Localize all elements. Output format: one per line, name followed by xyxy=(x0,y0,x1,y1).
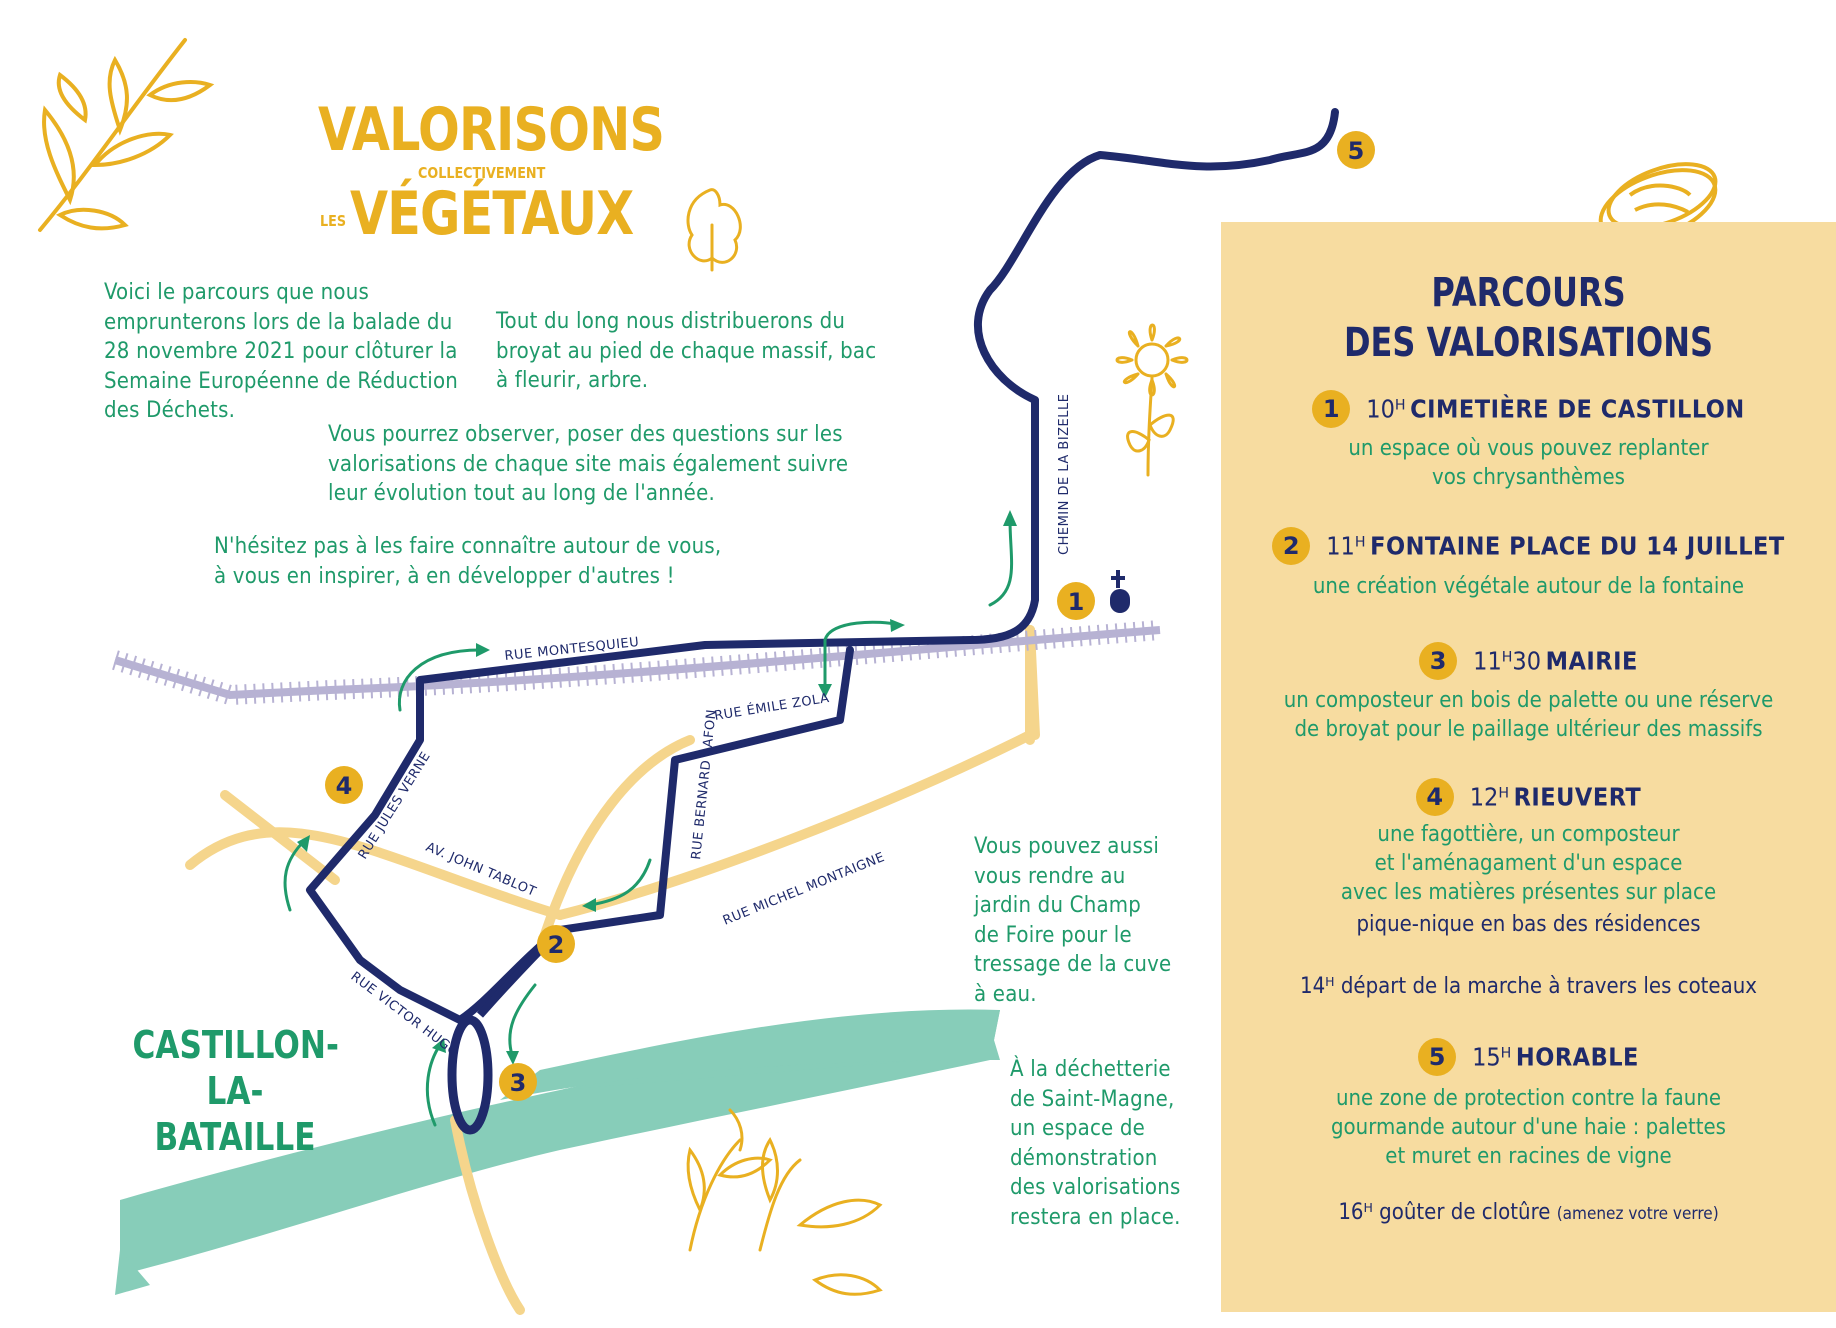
stop-2-description: une création végétale autour de la fonta… xyxy=(1312,574,1745,599)
stop-3-description: un composteur en bois de palette ou une … xyxy=(1283,688,1774,742)
arrow-head-bizelle xyxy=(1003,510,1017,526)
road-tablot xyxy=(185,827,565,920)
svg-text:2: 2 xyxy=(548,931,565,959)
river xyxy=(120,1010,1000,1275)
road-montaigne-north xyxy=(1025,625,1040,740)
panel-title: PARCOURS DES VALORISATIONS xyxy=(1343,270,1714,366)
stop-3-header[interactable]: 3 11ᴴ30 MAIRIE xyxy=(1221,642,1836,680)
road-diagonal xyxy=(535,735,695,955)
street-bizelle: CHEMIN DE LA BIZELLE xyxy=(1057,394,1072,555)
street-zola: RUE ÉMILE ZOLA xyxy=(713,690,830,724)
map-marker-2[interactable]: 2 xyxy=(537,925,575,963)
arrow-lafon xyxy=(588,858,652,907)
title-line1: VALORISONS xyxy=(318,95,665,165)
street-verne: RUE JULES VERNE xyxy=(356,749,434,862)
arrow-head-zola xyxy=(890,619,905,632)
intro-paragraph-4: N'hésitez pas à les faire connaître auto… xyxy=(214,534,722,589)
stop-3-time: 11ᴴ30 xyxy=(1473,646,1542,676)
road-tablot-west xyxy=(220,790,340,885)
stop-1-name: CIMETIÈRE DE CASTILLON xyxy=(1410,394,1745,424)
railway xyxy=(112,620,1161,706)
stop-5-time: 15ᴴ xyxy=(1472,1042,1512,1072)
map-marker-5[interactable]: 5 xyxy=(1337,131,1375,169)
stop-1-header[interactable]: 1 10ᴴ CIMETIÈRE DE CASTILLON xyxy=(1221,390,1836,428)
title-middle: COLLECTIVEMENT xyxy=(418,164,546,182)
main-route xyxy=(306,108,1339,1024)
arrow-verne xyxy=(283,838,307,912)
svg-text:5: 5 xyxy=(1348,137,1365,165)
title-prefix: LES xyxy=(320,212,347,230)
street-montaigne: RUE MICHEL MONTAIGNE xyxy=(721,850,887,929)
stop-3-badge: 3 xyxy=(1419,642,1458,680)
road-hugo-south xyxy=(450,1115,525,1315)
stop-5-note: (amenez votre verre) xyxy=(1556,1204,1719,1224)
stop-5-goûter: 16ᴴ goûter de clotûre (amenez votre verr… xyxy=(1221,1198,1836,1229)
stop-2-header[interactable]: 2 11ᴴ FONTAINE PLACE DU 14 JUILLET xyxy=(1221,527,1836,565)
stop-5-name: HORABLE xyxy=(1515,1042,1639,1072)
itinerary-panel: PARCOURS DES VALORISATIONS 1 10ᴴ CIMETIÈR… xyxy=(1221,222,1836,1312)
grass-icon xyxy=(686,1108,883,1296)
arrow-montesquieu xyxy=(397,648,482,712)
stop-4-header[interactable]: 4 12ᴴ RIEUVERT xyxy=(1221,778,1836,816)
svg-text:3: 3 xyxy=(510,1069,527,1097)
stop-1-time: 10ᴴ xyxy=(1366,394,1406,424)
arrow-head-zola-down xyxy=(818,684,832,698)
leaf-branch-icon xyxy=(38,38,215,232)
stop-4-departure: 14ᴴ départ de la marche à travers les co… xyxy=(1300,974,1757,999)
street-lafon: RUE BERNARD LAFON xyxy=(689,708,720,860)
arrow-head-hugo xyxy=(432,1038,446,1053)
stop-4-time: 12ᴴ xyxy=(1469,782,1510,812)
arrow-head-montesquieu xyxy=(476,643,490,657)
cemetery-cross-icon xyxy=(1110,570,1130,613)
stop-4-picnic: pique-nique en bas des résidences xyxy=(1356,912,1701,937)
river-upper xyxy=(500,1009,1000,1100)
stop-2-badge: 2 xyxy=(1272,527,1311,565)
arrow-zola xyxy=(823,620,902,642)
stop-4-badge: 4 xyxy=(1415,778,1454,816)
map-marker-4[interactable]: 4 xyxy=(325,766,363,804)
sunflower-icon xyxy=(1115,323,1189,477)
arrow-head-lafon xyxy=(582,898,596,912)
loop-mairie xyxy=(447,1015,493,1135)
map-marker-1[interactable]: 1 xyxy=(1057,582,1095,620)
arrow-hugo xyxy=(425,1043,442,1127)
svg-text:4: 4 xyxy=(336,772,353,800)
river-tail xyxy=(115,1250,150,1295)
stop-5-header[interactable]: 5 15ᴴ HORABLE xyxy=(1221,1038,1836,1076)
arrow-head-fontaine xyxy=(506,1051,519,1065)
arrow-bizelle xyxy=(988,518,1014,607)
stop-1-badge: 1 xyxy=(1312,390,1351,428)
town-name: CASTILLON-LA-BATAILLE xyxy=(132,1023,339,1159)
arrow-head-verne xyxy=(297,835,310,852)
stop-2-time: 11ᴴ xyxy=(1326,531,1366,561)
road-montaigne xyxy=(555,730,1035,920)
stop-5-badge: 5 xyxy=(1418,1038,1457,1076)
tree-icon xyxy=(686,188,742,272)
map-marker-3[interactable]: 3 xyxy=(499,1063,537,1101)
svg-text:1: 1 xyxy=(1068,588,1085,616)
stop-5-snack: 16ᴴ goûter de clotûre xyxy=(1338,1200,1551,1225)
stop-3-name: MAIRIE xyxy=(1545,646,1638,676)
title-line2: VÉGÉTAUX xyxy=(350,179,634,249)
stop-2-name: FONTAINE PLACE DU 14 JUILLET xyxy=(1370,531,1785,561)
intro-paragraph-3: Vous pourrez observer, poser des questio… xyxy=(328,422,849,506)
stop-4-name: RIEUVERT xyxy=(1513,782,1642,812)
arrow-fontaine xyxy=(508,983,537,1057)
